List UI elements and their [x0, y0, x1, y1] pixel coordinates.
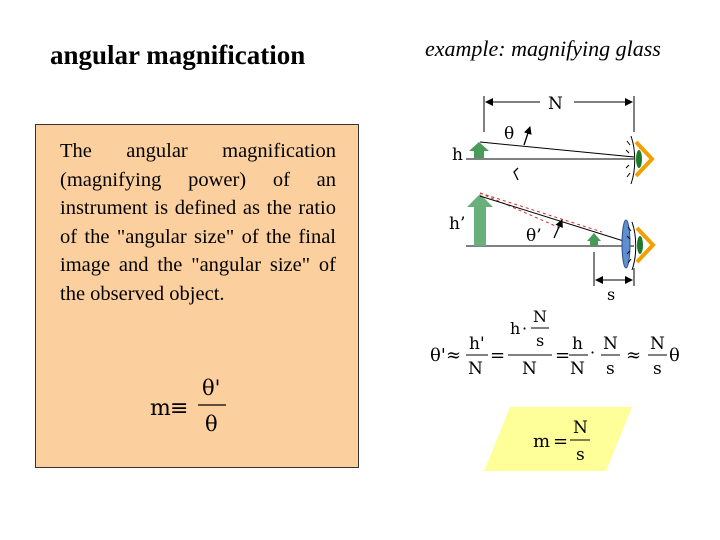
result-m: m: [533, 431, 550, 452]
deriv-n-1: N: [468, 359, 483, 379]
definition-text: The angular magnification (magnifying po…: [60, 140, 336, 305]
deriv-theta-prime: θ': [430, 345, 446, 366]
theta-indicator-arrow: [523, 126, 532, 146]
deriv-approx-2: ≈: [626, 345, 641, 366]
lens-icon: [621, 219, 631, 269]
deriv-theta: θ: [669, 345, 680, 366]
deriv-n-2: N: [533, 307, 547, 326]
eye-icon: [625, 135, 655, 185]
deriv-eq-2: =: [555, 345, 570, 366]
label-s: s: [607, 285, 615, 304]
result-s: s: [576, 445, 585, 465]
deriv-dot-1: ·: [522, 319, 527, 338]
label-h: h: [452, 145, 463, 165]
result-n: N: [573, 418, 588, 438]
derivation-formula: θ' ≈ h' N = h · N s N = h N · N s ≈ N s …: [430, 307, 680, 379]
near-point-diagram: N h θ: [452, 94, 655, 185]
formula-m: m: [150, 396, 171, 421]
result-eq: =: [553, 431, 568, 452]
deriv-s-2: s: [606, 359, 615, 379]
deriv-s-3: s: [653, 359, 662, 379]
object-arrow: [469, 142, 489, 158]
magnifier-diagram: h’ θ’ s: [449, 192, 656, 304]
theta-prime-indicator-arrow: [553, 219, 563, 239]
deriv-n-4: N: [570, 359, 585, 379]
real-object-arrow: [587, 233, 601, 246]
label-theta-prime: θ’: [526, 226, 542, 246]
deriv-n-6: N: [650, 334, 665, 354]
theta-indicator-hook: [513, 167, 519, 181]
deriv-h-2: h: [572, 334, 583, 354]
virtual-image-arrow: [467, 194, 493, 246]
label-theta: θ: [504, 124, 514, 144]
deriv-eq-1: =: [490, 345, 505, 366]
slide-title: angular magnification: [50, 40, 306, 70]
deriv-dot-2: ·: [590, 343, 595, 362]
label-n: N: [548, 94, 563, 114]
virtual-ray-inner: [479, 192, 561, 229]
angular-magnification-formula: m ≡ θ' θ: [150, 376, 226, 436]
deriv-n-5: N: [603, 334, 618, 354]
deriv-h-1: h: [510, 319, 520, 338]
result-box: m = N s: [484, 407, 632, 471]
ray-top: [479, 141, 635, 158]
deriv-s-1: s: [536, 331, 544, 350]
deriv-approx-1: ≈: [446, 345, 461, 366]
deriv-h-prime: h': [469, 334, 485, 354]
example-title: example: magnifying glass: [425, 36, 661, 61]
definition-box: The angular magnification (magnifying po…: [35, 124, 359, 468]
formula-identical-sign: ≡: [170, 396, 188, 421]
formula-theta-prime: θ': [202, 376, 220, 400]
eye-icon-bottom: [626, 221, 656, 271]
ray-bottom: [479, 195, 631, 244]
label-h-prime: h’: [449, 214, 465, 234]
result-parallelogram: [484, 407, 632, 471]
deriv-n-3: N: [522, 359, 537, 379]
formula-theta: θ: [205, 412, 218, 436]
